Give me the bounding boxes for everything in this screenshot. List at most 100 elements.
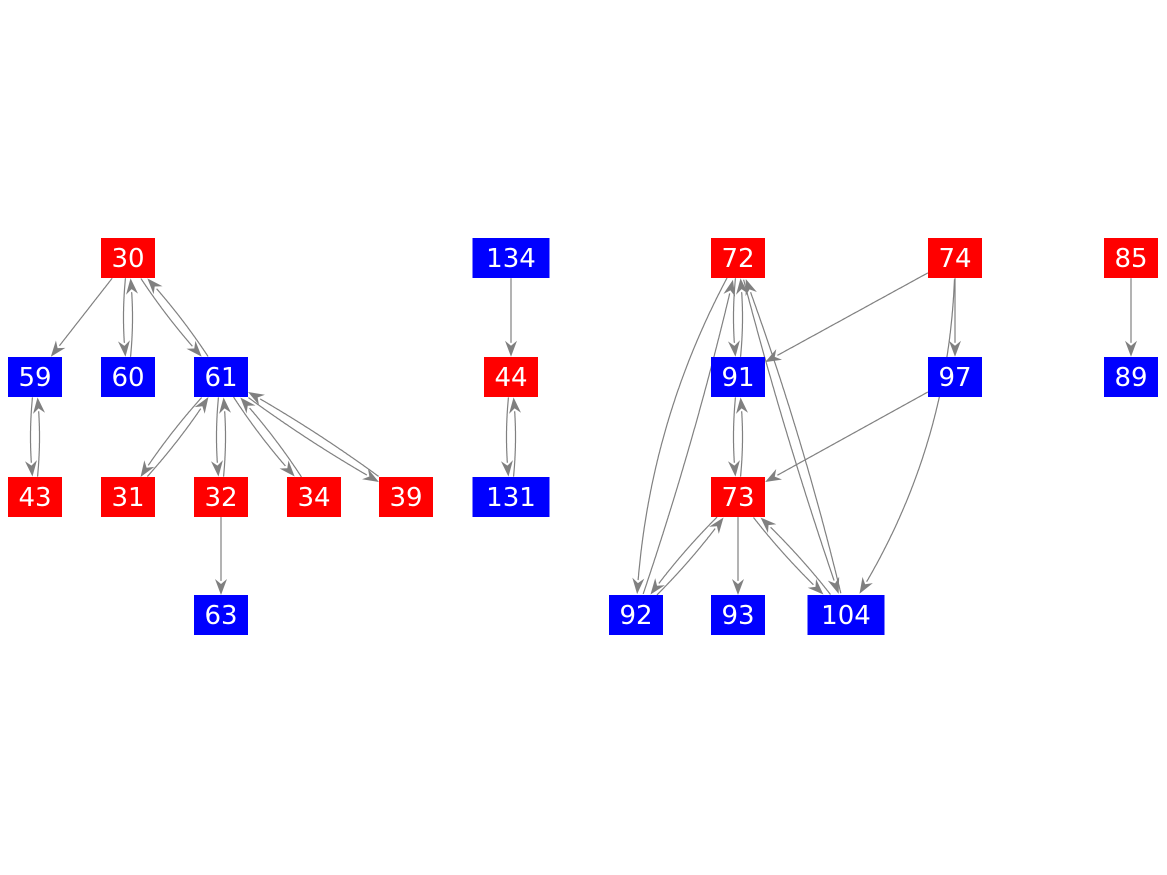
arrowhead-icon [709, 517, 724, 534]
edge-30-to-61 [140, 278, 202, 357]
node-60[interactable]: 60 [101, 357, 155, 397]
node-89[interactable]: 89 [1104, 357, 1158, 397]
node-label: 93 [721, 601, 754, 631]
arrowhead-icon [240, 397, 256, 414]
node-63[interactable]: 63 [194, 595, 248, 635]
edge-31-to-61 [146, 397, 209, 477]
edge-line [770, 526, 831, 595]
arrowhead-icon [219, 397, 232, 414]
node-box [1104, 238, 1158, 278]
edge-line [658, 516, 718, 584]
edge-72-to-92 [632, 277, 728, 595]
arrowhead-icon [760, 517, 777, 533]
edge-line [656, 528, 716, 596]
edge-91-to-72 [736, 278, 749, 357]
arrowhead-icon [210, 460, 223, 477]
edge-line [140, 278, 193, 347]
edge-61-to-34 [233, 396, 295, 477]
node-31[interactable]: 31 [101, 477, 155, 517]
arrowhead-icon [500, 460, 513, 477]
node-box [194, 357, 248, 397]
arrowhead-icon [24, 460, 37, 477]
node-34[interactable]: 34 [287, 477, 341, 517]
node-box [101, 357, 155, 397]
arrowhead-icon [33, 397, 46, 414]
edge-85-to-89 [1125, 278, 1137, 357]
arrowhead-icon [509, 397, 522, 414]
edge-line [259, 398, 379, 477]
node-box [484, 357, 538, 397]
node-box [101, 238, 155, 278]
node-box [472, 238, 550, 278]
node-92[interactable]: 92 [609, 595, 663, 635]
node-box [1104, 357, 1158, 397]
arrowhead-icon [736, 278, 749, 295]
edge-97-to-73 [765, 391, 929, 482]
node-box [8, 357, 62, 397]
node-43[interactable]: 43 [8, 477, 62, 517]
arrowhead-icon [279, 460, 295, 477]
edge-61-to-30 [147, 278, 209, 357]
node-box [711, 357, 765, 397]
arrowhead-icon [736, 397, 749, 414]
node-label: 60 [111, 363, 144, 393]
node-box [928, 357, 982, 397]
arrowhead-icon [140, 460, 155, 477]
node-93[interactable]: 93 [711, 595, 765, 635]
edge-39-to-61 [248, 391, 379, 477]
edge-line [233, 396, 286, 467]
edge-73-to-92 [650, 516, 718, 595]
arrowhead-icon [765, 349, 783, 363]
node-73[interactable]: 73 [711, 477, 765, 517]
edge-line [732, 397, 737, 463]
node-85[interactable]: 85 [1104, 238, 1158, 278]
node-59[interactable]: 59 [8, 357, 62, 397]
arrowhead-icon [505, 340, 517, 357]
node-74[interactable]: 74 [928, 238, 982, 278]
node-32[interactable]: 32 [194, 477, 248, 517]
node-box [194, 477, 248, 517]
node-97[interactable]: 97 [928, 357, 982, 397]
node-label: 59 [18, 363, 51, 393]
arrowhead-icon [727, 340, 740, 357]
node-label: 91 [721, 363, 754, 393]
edge-32-to-63 [215, 517, 227, 595]
node-104[interactable]: 104 [807, 595, 885, 635]
edge-line [753, 517, 814, 586]
node-39[interactable]: 39 [379, 477, 433, 517]
edge-line [215, 397, 220, 463]
node-134[interactable]: 134 [472, 238, 550, 278]
node-box [807, 595, 885, 635]
arrowhead-icon [147, 278, 163, 295]
node-label: 134 [486, 244, 536, 274]
edge-line [58, 277, 113, 347]
node-label: 72 [721, 244, 754, 274]
node-61[interactable]: 61 [194, 357, 248, 397]
edge-line [249, 407, 302, 478]
node-box [711, 595, 765, 635]
node-label: 34 [297, 483, 330, 513]
edge-59-to-43 [24, 397, 37, 477]
node-30[interactable]: 30 [101, 238, 155, 278]
node-91[interactable]: 91 [711, 357, 765, 397]
arrowhead-icon [732, 578, 744, 595]
nodes-layer: 30 59 60 61 43 31 32 34 39 63 134 44 131 72 74 85 91 97 89… [8, 238, 1158, 635]
edge-line [248, 397, 368, 476]
arrowhead-icon [215, 578, 227, 595]
arrowhead-icon [632, 577, 645, 595]
arrowhead-icon [650, 578, 665, 595]
node-label: 31 [111, 483, 144, 513]
node-box [472, 477, 550, 517]
edge-134-to-44 [505, 278, 517, 357]
node-44[interactable]: 44 [484, 357, 538, 397]
node-72[interactable]: 72 [711, 238, 765, 278]
edge-91-to-73 [727, 397, 740, 477]
edge-43-to-59 [33, 397, 46, 477]
edge-104-to-73 [760, 517, 831, 595]
node-label: 32 [204, 483, 237, 513]
node-label: 104 [821, 601, 871, 631]
edge-line [122, 278, 127, 344]
node-box [711, 477, 765, 517]
node-131[interactable]: 131 [472, 477, 550, 517]
